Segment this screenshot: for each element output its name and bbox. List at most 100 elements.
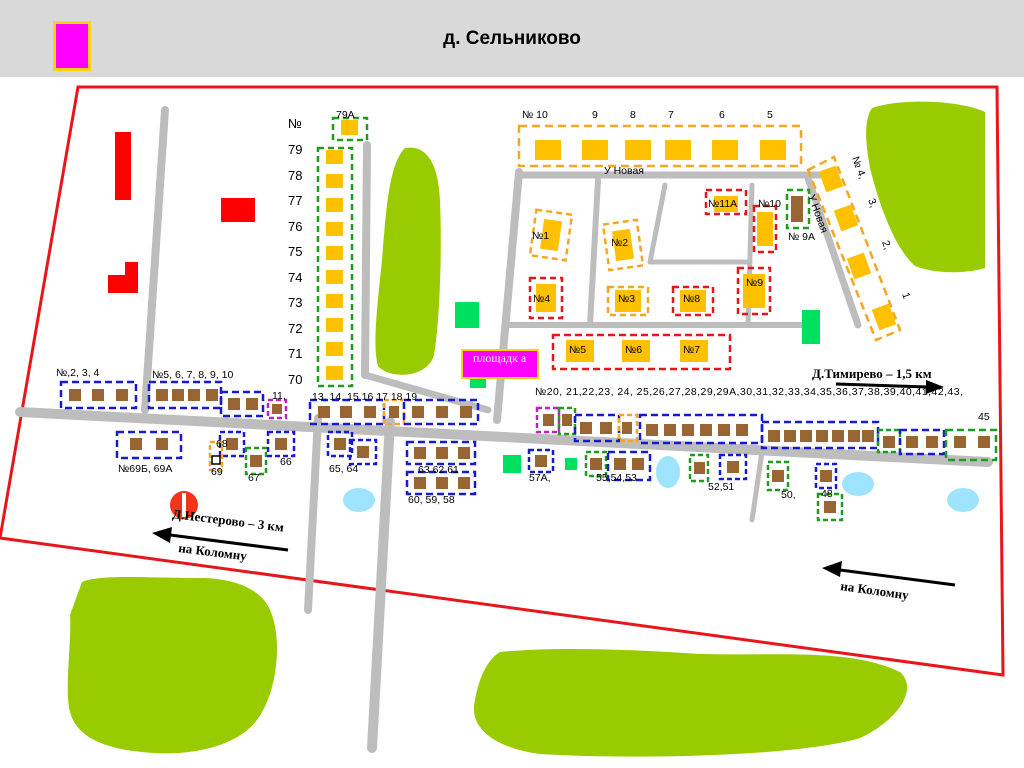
green-square-3 [503, 455, 521, 473]
houses-diagonal [818, 165, 897, 331]
house-h4 [536, 284, 556, 312]
label-73: 73 [288, 295, 302, 310]
no-entry-sign [170, 491, 198, 519]
group-51 [718, 453, 748, 481]
label-row-2-4: №,2, 3, 4 [56, 367, 100, 379]
label-h6: №6 [625, 344, 642, 356]
house-64 [357, 446, 369, 458]
label-69b-69a: №69Б, 69А [118, 463, 172, 475]
label-top-7: 7 [668, 109, 674, 121]
label-9a: № 9А [788, 231, 815, 243]
group-h5-h7 [551, 333, 732, 371]
label-top-8: 8 [630, 109, 636, 121]
playground-label: площадк а [473, 351, 527, 365]
group-17-19 [402, 398, 480, 426]
houses-52-51 [694, 461, 739, 474]
houses-h5-h7 [566, 340, 708, 362]
group-h9 [736, 266, 772, 316]
label-45: 45 [978, 411, 990, 423]
playground [461, 349, 539, 379]
house-68 [226, 438, 238, 450]
group-69 [208, 440, 224, 472]
house-50 [772, 470, 784, 482]
label-row-20-43: №20, 21,22,23, 24, 25,26,27,28,29,29А,30… [535, 386, 963, 398]
label-to-timirevo: Д.Тимирево – 1,5 км [812, 366, 932, 381]
group-45 [944, 428, 998, 462]
label-row-13-19: 13, 14, 15 16 17 18 19 [312, 391, 417, 403]
group-h1 [528, 208, 574, 262]
group-57a [527, 448, 555, 474]
village-boundary [0, 85, 1005, 677]
greenery-bottom-right [473, 648, 908, 757]
legend-swatch [53, 21, 91, 71]
label-60-58: 60, 59, 58 [408, 494, 455, 506]
label-55-53: 55,54,53 [596, 472, 637, 484]
label-diag-3: 3, [865, 197, 879, 209]
label-h1: №1 [532, 230, 549, 242]
group-16 [382, 398, 406, 426]
label-67: 67 [248, 472, 260, 484]
group-50 [766, 460, 790, 492]
house-h8 [680, 290, 706, 312]
house-69 [211, 455, 221, 465]
arrow-kolomna-right [822, 561, 956, 587]
page-title: д. Сельниково [443, 28, 581, 49]
greenery-center [375, 147, 441, 375]
group-63-61 [405, 440, 477, 466]
label-top-6: 6 [719, 109, 725, 121]
label-11: 11, [272, 390, 286, 402]
pond-3 [842, 472, 874, 496]
label-diag-4: № 4, [849, 155, 868, 181]
arrow-timirevo [835, 380, 944, 394]
green-square-4 [565, 458, 577, 470]
roads [15, 106, 993, 753]
top-row-labels: № 10 9 8 7 6 5 [522, 109, 773, 121]
label-79: 79 [288, 142, 302, 157]
label-to-kolomna-right: на Коломну [840, 578, 911, 602]
house-65 [334, 438, 346, 450]
group-5-10 [147, 380, 223, 410]
house-h10 [757, 212, 773, 246]
group-h4 [528, 276, 564, 320]
label-68: 68 [216, 438, 228, 450]
group-h9a [785, 188, 811, 230]
arrow-nesterovo [152, 527, 289, 552]
house-79a [341, 120, 358, 135]
label-52-51: 52,51 [708, 481, 734, 493]
label-79a: 79А [336, 109, 355, 121]
label-h5: №5 [569, 344, 586, 356]
group-64 [348, 438, 378, 466]
industrial-building-2 [221, 198, 255, 222]
group-67 [244, 446, 268, 476]
label-h4: №4 [533, 293, 550, 305]
group-54-53 [606, 450, 652, 482]
street-numbers-vertical: № 79 78 77 76 75 74 73 72 71 70 [288, 116, 302, 387]
group-diagonal [806, 155, 902, 342]
house-h1 [539, 218, 563, 252]
houses-20-45 [543, 414, 990, 448]
greenery-top-right [866, 101, 985, 273]
group-24 [617, 413, 639, 443]
label-72: 72 [288, 321, 302, 336]
label-48: 48 [821, 488, 833, 500]
label-69: 69 [211, 466, 223, 478]
greenery-bottom-left [67, 577, 277, 754]
houses-13-19 [318, 406, 472, 418]
label-h8: №8 [683, 293, 700, 305]
group-h11a [704, 188, 748, 216]
label-70: 70 [288, 372, 302, 387]
house-11 [272, 404, 282, 414]
group-h3 [606, 285, 650, 317]
houses-5-10 [156, 389, 258, 410]
label-10: №10 [758, 198, 781, 210]
group-h10 [752, 204, 778, 254]
group-2-4 [59, 380, 138, 410]
group-79-70 [316, 146, 354, 388]
label-diag-1: 1 [899, 291, 912, 301]
group-11 [266, 398, 288, 420]
label-h9: №9 [746, 277, 763, 289]
group-55 [584, 450, 608, 478]
green-square-2 [802, 310, 820, 344]
green-square-5 [470, 378, 486, 388]
